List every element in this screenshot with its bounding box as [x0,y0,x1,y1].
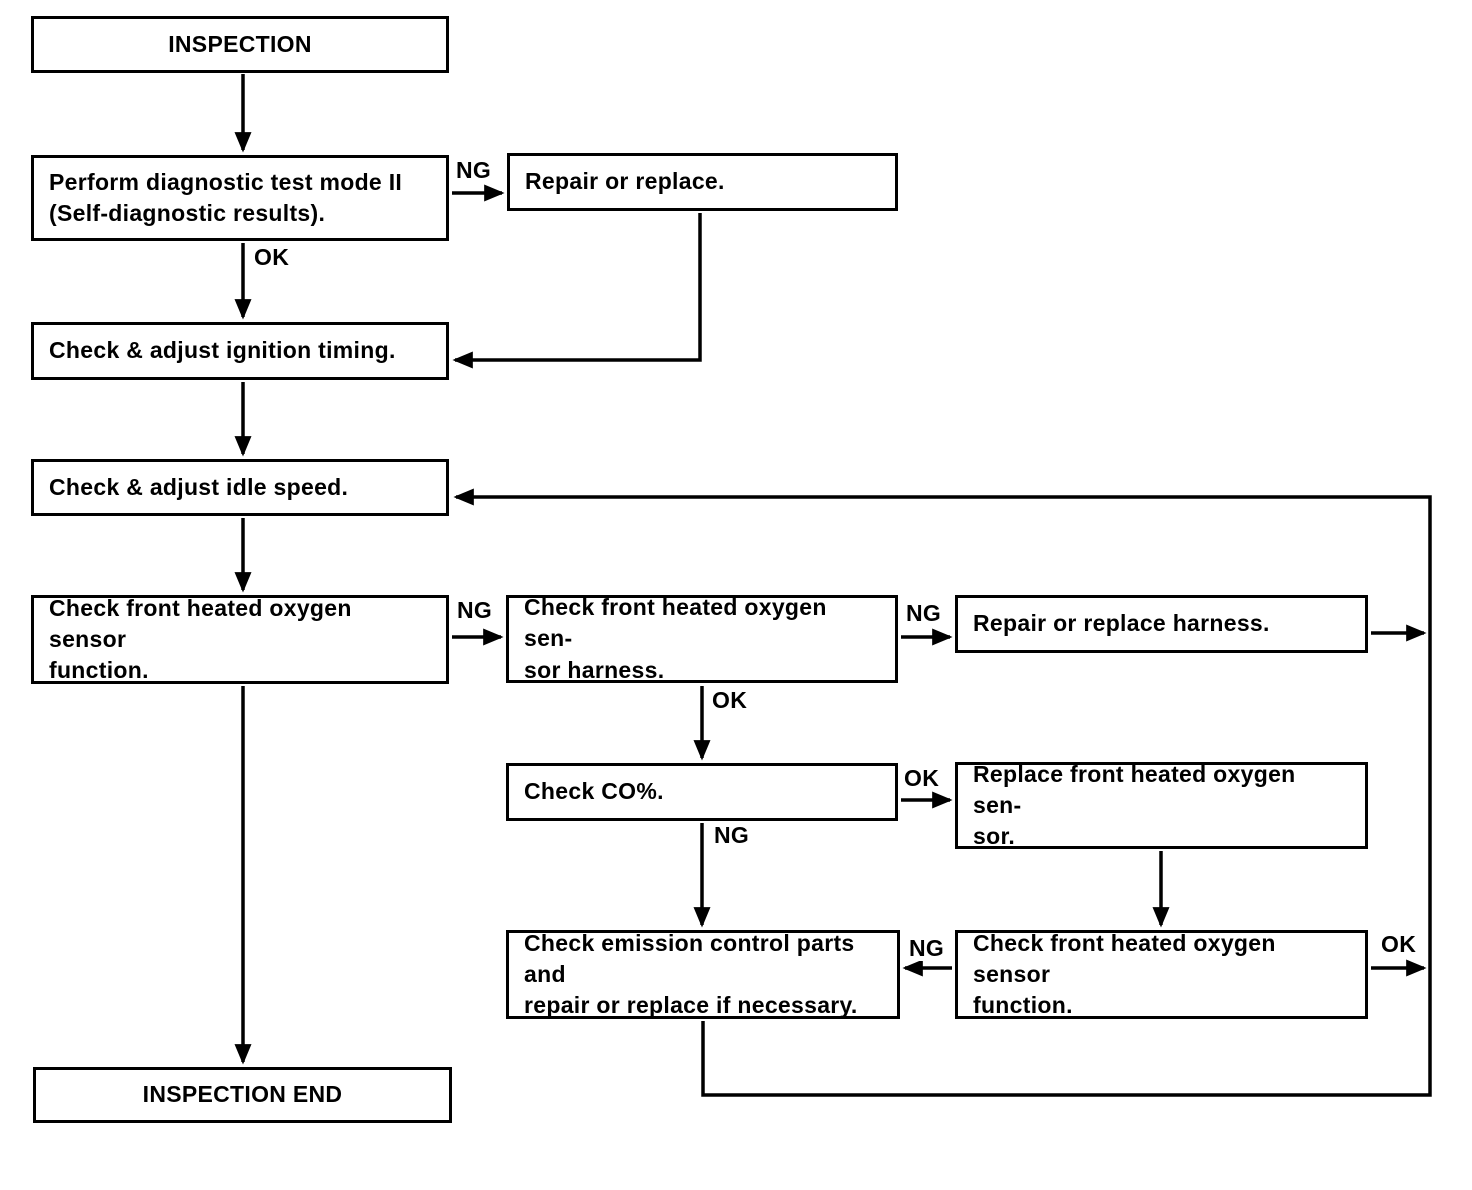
node-inspection-end-label: INSPECTION END [142,1081,343,1108]
edge-label-diagnostic-ok: OK [254,244,290,271]
node-o2-sensor-harness-label: Check front heated oxygen sen- sor harne… [524,594,827,683]
edge-label-harness-ok: OK [712,687,748,714]
node-repair-harness: Repair or replace harness. [955,595,1368,653]
edge-label-check-co-ng: NG [714,822,750,849]
node-o2-sensor-harness: Check front heated oxygen sen- sor harne… [506,594,898,683]
node-inspection-end: INSPECTION END [33,1067,452,1123]
node-repair-harness-label: Repair or replace harness. [973,610,1270,637]
node-ignition-timing: Check & adjust ignition timing. [31,322,449,380]
node-ignition-timing-label: Check & adjust ignition timing. [49,337,396,364]
node-check-co-label: Check CO%. [524,778,664,805]
node-replace-o2-sensor: Replace front heated oxygen sen- sor. [955,760,1368,850]
node-diagnostic-test-label: Perform diagnostic test mode II (Self-di… [49,168,403,226]
node-repair-or-replace-label: Repair or replace. [525,168,725,195]
edge-label-o2-function-2-ok: OK [1381,931,1417,958]
edge-label-harness-ng: NG [906,600,942,627]
node-inspection-start: INSPECTION [31,16,449,73]
node-o2-sensor-function: Check front heated oxygen sensor functio… [31,595,449,684]
node-idle-speed: Check & adjust idle speed. [31,459,449,516]
node-inspection-start-label: INSPECTION [168,30,312,57]
node-o2-sensor-function-label: Check front heated oxygen sensor functio… [49,594,352,684]
node-emission-parts: Check emission control parts and repair … [506,930,900,1019]
edge-repair-to-ignition-timing [452,213,702,369]
edge-feedback-bus-to-idle-speed [453,488,1432,1097]
node-replace-o2-sensor-label: Replace front heated oxygen sen- sor. [973,760,1296,850]
node-check-co: Check CO%. [506,763,898,821]
node-diagnostic-test: Perform diagnostic test mode II (Self-di… [31,155,449,241]
edge-label-o2-function-ng: NG [457,597,493,624]
node-idle-speed-label: Check & adjust idle speed. [49,473,349,500]
node-emission-parts-label: Check emission control parts and repair … [524,929,858,1019]
node-o2-sensor-function-2: Check front heated oxygen sensor functio… [955,930,1368,1019]
node-o2-sensor-function-2-label: Check front heated oxygen sensor functio… [973,929,1276,1019]
edge-label-diagnostic-ng: NG [456,157,492,184]
edge-label-check-co-ok: OK [904,765,940,792]
node-repair-or-replace: Repair or replace. [507,153,898,211]
edge-label-o2-function-2-ng: NG [909,935,945,962]
